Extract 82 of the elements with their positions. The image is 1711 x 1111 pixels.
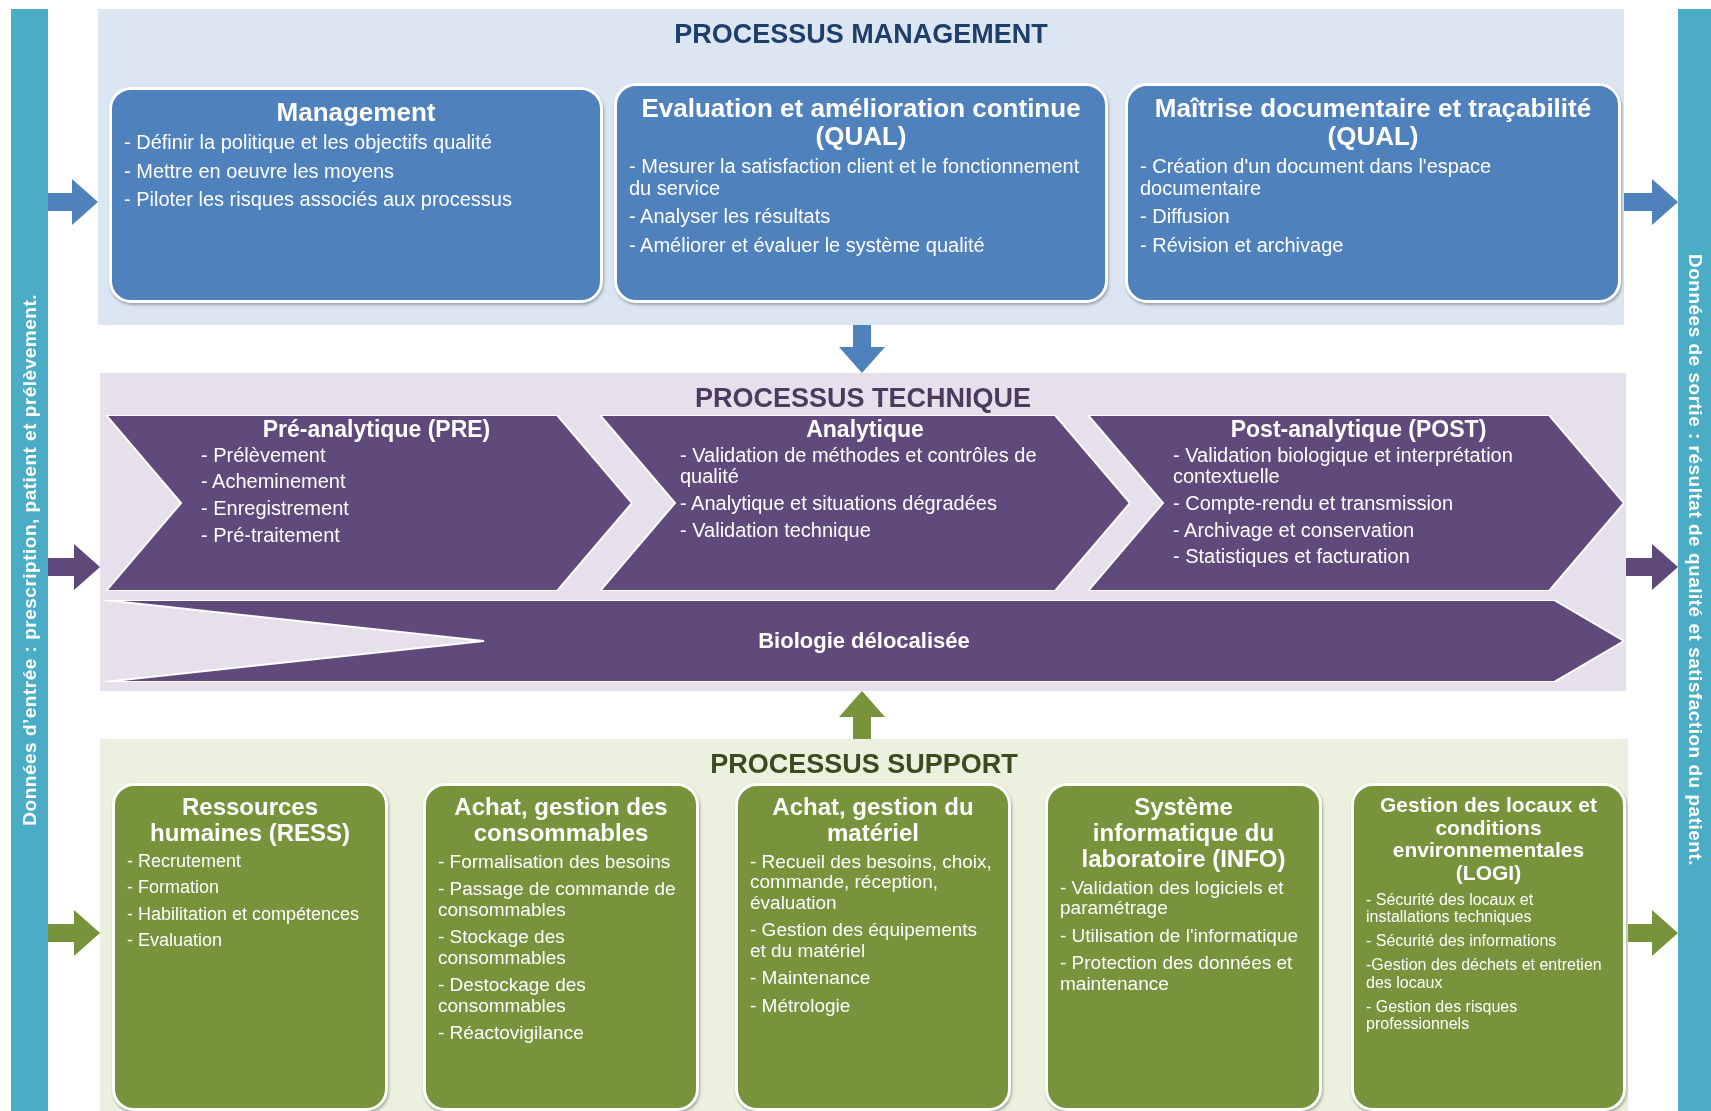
block-arrow — [839, 691, 885, 739]
block-arrow — [839, 325, 885, 373]
bullet-item: - Validation technique — [680, 519, 872, 542]
bullet-item: - Acheminement — [201, 471, 347, 493]
process-box — [423, 783, 699, 1111]
process-box — [109, 87, 603, 303]
arrow-label: Biologie délocalisée — [758, 629, 970, 653]
bullet-item: - Stockage des consommables — [438, 927, 567, 969]
process-step — [600, 415, 1130, 591]
block-arrow — [48, 910, 100, 956]
block-arrow — [48, 544, 100, 590]
block-arrow — [48, 179, 98, 225]
box-heading: Management — [275, 98, 437, 127]
process-box — [1125, 83, 1621, 303]
bullet-item: - Sécurité des locaux et installations techniques — [1366, 890, 1535, 926]
bullet-item: - Améliorer et évaluer le système qualité — [629, 234, 986, 257]
bullet-item: - Habilitation et compétences — [127, 904, 361, 925]
output-bar — [1678, 9, 1711, 1111]
bullet-item: - Compte-rendu et transmission — [1173, 493, 1455, 515]
bullet-item: - Validation de méthodes et contrôles de qualité — [680, 444, 1038, 488]
bullet-item: - Validation biologique et interprétation contextuelle — [1173, 444, 1514, 488]
bullet-item: - Recueil des besoins, choix, commande, réception, évaluation — [750, 851, 993, 914]
bullet-item: - Formalisation des besoins — [438, 851, 672, 873]
box-heading: Achat, gestion des consommables — [453, 794, 669, 846]
box-heading: Ressources humaines (RESS) — [148, 794, 351, 846]
process-box — [1351, 783, 1626, 1111]
block-arrow — [1624, 179, 1678, 225]
band-title: PROCESSUS MANAGEMENT — [673, 18, 1049, 50]
bullet-item: - Sécurité des informations — [1366, 932, 1558, 950]
bullet-item: - Protection des données et maintenance — [1060, 953, 1294, 995]
process-box — [735, 783, 1011, 1111]
bullet-item: - Destockage des consommables — [438, 975, 587, 1017]
bar-label: Données de sortie : résultat de qualité et satisfaction du patient. — [1683, 253, 1706, 867]
bullet-item: - Révision et archivage — [1140, 234, 1345, 257]
process-band — [100, 739, 1628, 1111]
bullet-item: - Recrutement — [127, 851, 243, 872]
bullet-item: - Réactovigilance — [438, 1023, 585, 1044]
bullet-item: - Pré-traitement — [201, 524, 341, 547]
bullet-item: - Analytique et situations dégradées — [680, 493, 998, 515]
band-title: PROCESSUS SUPPORT — [709, 748, 1019, 780]
bullet-item: - Diffusion — [1140, 206, 1231, 228]
bullet-item: - Mesurer la satisfaction client et le fonctionnement du service — [629, 156, 1081, 200]
bullet-item: - Archivage et conservation — [1173, 519, 1416, 542]
bullet-item: - Evaluation — [127, 931, 224, 951]
box-heading: Pré-analytique (PRE) — [261, 417, 492, 442]
box-heading: Analytique — [805, 417, 925, 442]
bullet-item: - Définir la politique et les objectifs qualité — [124, 132, 493, 154]
bullet-item: - Création d'un document dans l'espace documentaire — [1140, 156, 1493, 200]
bullet-item: - Gestion des équipements et du matériel — [750, 920, 979, 962]
bullet-item: - Passage de commande de consommables — [438, 879, 677, 921]
box-heading: Maîtrise documentaire et traçabilité (QUAL) — [1153, 94, 1593, 151]
process-box — [1045, 783, 1322, 1111]
bullet-item: - Piloter les risques associés aux processus — [124, 189, 513, 211]
box-heading: Système informatique du laboratoire (INFO) — [1080, 794, 1287, 872]
bullet-item: - Analyser les résultats — [629, 206, 832, 228]
bullet-item: - Prélèvement — [201, 444, 327, 467]
block-arrow — [1628, 910, 1678, 956]
block-arrow — [1626, 544, 1678, 590]
bullet-item: - Mettre en oeuvre les moyens — [124, 160, 396, 183]
bar-label: Données d’entrée : prescription, patient et prélèvement. — [18, 294, 41, 826]
process-band — [98, 9, 1624, 325]
bullet-item: -Gestion des déchets et entretien des locaux — [1366, 956, 1603, 991]
process-step — [1088, 415, 1624, 591]
input-bar — [11, 9, 48, 1111]
band-title: PROCESSUS TECHNIQUE — [693, 382, 1033, 414]
process-band — [100, 373, 1626, 691]
bullet-item: - Gestion des risques professionnels — [1366, 998, 1519, 1033]
process-step — [104, 600, 1624, 682]
process-step — [106, 415, 632, 591]
bullet-item: - Maintenance — [750, 968, 872, 989]
bullet-item: - Validation des logiciels et paramétrage — [1060, 877, 1285, 919]
bullet-item: - Enregistrement — [201, 498, 350, 520]
bullet-item: - Formation — [127, 878, 221, 898]
box-heading: Gestion des locaux et conditions environnementales (LOGI) — [1378, 794, 1599, 885]
bullet-item: - Statistiques et facturation — [1173, 546, 1411, 568]
box-heading: Evaluation et amélioration continue (QUAL) — [640, 94, 1082, 151]
bullet-item: - Métrologie — [750, 995, 852, 1017]
process-box — [112, 783, 388, 1111]
box-heading: Post-analytique (POST) — [1229, 417, 1488, 442]
process-box — [614, 83, 1108, 303]
box-heading: Achat, gestion du matériel — [771, 794, 975, 846]
bullet-item: - Utilisation de l'informatique — [1060, 925, 1300, 947]
